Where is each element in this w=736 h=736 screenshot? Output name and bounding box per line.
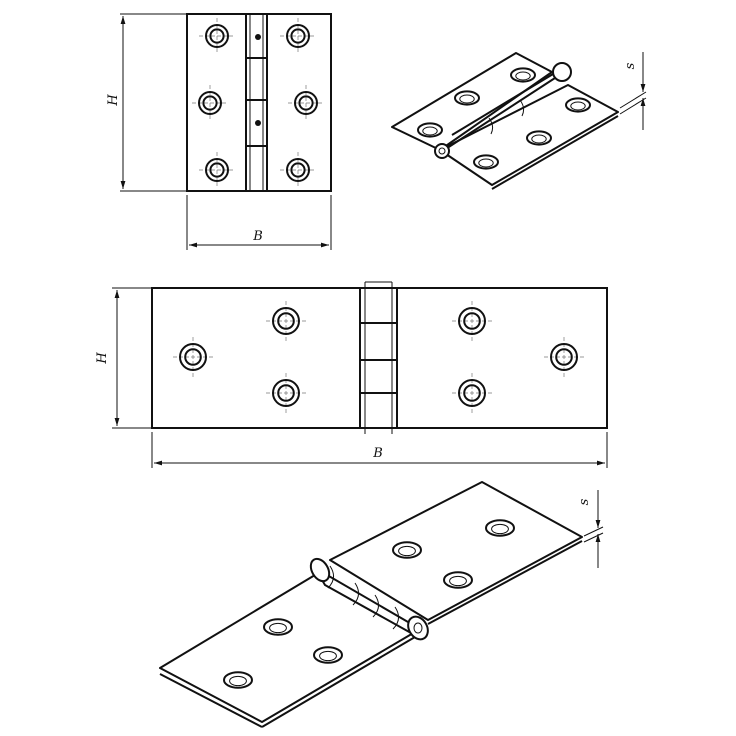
screw-hole-icon (454, 90, 480, 106)
screw-hole-icon (565, 97, 591, 113)
height-label-wide: H (95, 352, 110, 365)
width-label: B (252, 229, 263, 244)
screw-hole-icon (510, 67, 536, 83)
screw-hole-icon (192, 85, 228, 121)
screw-hole-icon (263, 618, 293, 636)
screw-hole-icon (473, 154, 499, 170)
screw-hole-icon (485, 519, 515, 537)
screw-hole-icon (443, 571, 473, 589)
width-label-wide: B (372, 446, 383, 461)
screw-hole-icon (452, 373, 492, 413)
thickness-label-wide: s (577, 498, 592, 505)
screw-hole-icon (417, 122, 443, 138)
screw-hole-icon (173, 337, 213, 377)
screw-hole-icon (526, 130, 552, 146)
screw-hole-icon (280, 18, 316, 54)
screw-hole-icon (313, 646, 343, 664)
small-hinge-front-view: H B (106, 13, 332, 250)
screw-hole-icon (266, 301, 306, 341)
screw-hole-icon (199, 152, 235, 188)
wide-hinge-front-view: H B (95, 281, 608, 468)
height-label: H (106, 94, 121, 107)
screw-hole-icon (223, 671, 253, 689)
screw-hole-icon (288, 85, 324, 121)
wide-hinge-isometric-view: s (159, 481, 604, 728)
screw-hole-icon (452, 301, 492, 341)
screw-hole-icon (392, 541, 422, 559)
thickness-label: s (623, 62, 638, 69)
screw-hole-icon (544, 337, 584, 377)
screw-hole-icon (280, 152, 316, 188)
small-hinge-isometric-view: s (391, 52, 647, 190)
screw-hole-icon (266, 373, 306, 413)
screw-hole-icon (199, 18, 235, 54)
